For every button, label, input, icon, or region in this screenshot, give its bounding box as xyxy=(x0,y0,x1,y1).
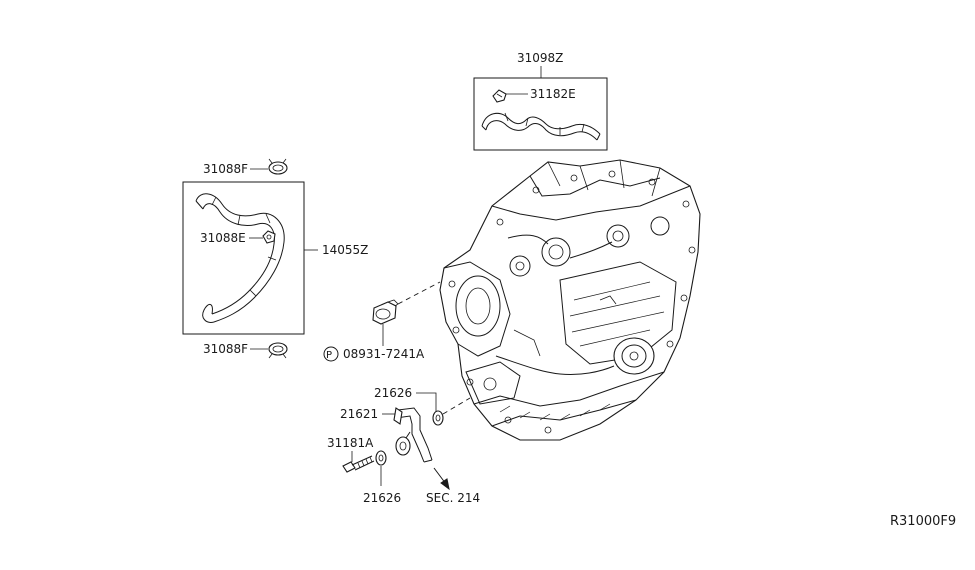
breather-hose-frame xyxy=(473,77,608,151)
clip-31088e-part xyxy=(262,230,276,244)
drain-plug-prefix: P xyxy=(326,350,332,361)
label-14055z: 14055Z xyxy=(322,243,368,257)
cooler-hose-part xyxy=(195,193,285,323)
cooler-hose-group: 31088F 14055Z 31088E 31088F xyxy=(182,158,368,359)
clamp-31088f-upper-part xyxy=(268,158,288,175)
washer-21626-upper-part xyxy=(432,410,444,426)
breather-hose-group: 31098Z 31182E xyxy=(473,51,608,151)
label-31088f-lower: 31088F xyxy=(203,342,248,356)
label-21626-lower: 21626 xyxy=(363,491,401,505)
bolt-31181a-part xyxy=(342,455,375,473)
drain-plug-group: P 08931-7241A xyxy=(323,281,441,362)
diagram-reference-code: R31000F9 xyxy=(890,514,956,529)
label-21626-upper: 21626 xyxy=(374,386,412,400)
leader-21626-upper xyxy=(416,392,437,413)
label-31088f-upper: 31088F xyxy=(203,162,248,176)
label-sec-214: SEC. 214 xyxy=(426,491,480,505)
label-31088e: 31088E xyxy=(200,231,246,245)
drain-plug-p-badge xyxy=(323,346,339,362)
breather-hose-part xyxy=(481,112,601,141)
washer-upper-dash xyxy=(442,397,471,415)
label-31098z: 31098Z xyxy=(517,51,563,65)
oil-tube-group: 21626 21621 31181A 21626 xyxy=(327,386,480,505)
label-31182e: 31182E xyxy=(530,87,576,101)
label-21621: 21621 xyxy=(340,407,378,421)
washer-21626-lower-part xyxy=(375,450,387,466)
transmission-assembly xyxy=(439,159,701,441)
drain-plug-part xyxy=(372,299,399,325)
label-31181a: 31181A xyxy=(327,436,374,450)
clamp-31088f-lower-part xyxy=(268,342,288,359)
clip-31182e-part xyxy=(492,89,507,103)
cooler-hose-frame xyxy=(182,181,305,335)
oil-tube-21621-part xyxy=(393,407,433,463)
drain-plug-dash xyxy=(397,281,441,305)
label-08931-7241a: 08931-7241A xyxy=(343,347,425,361)
section-arrow xyxy=(433,467,450,491)
